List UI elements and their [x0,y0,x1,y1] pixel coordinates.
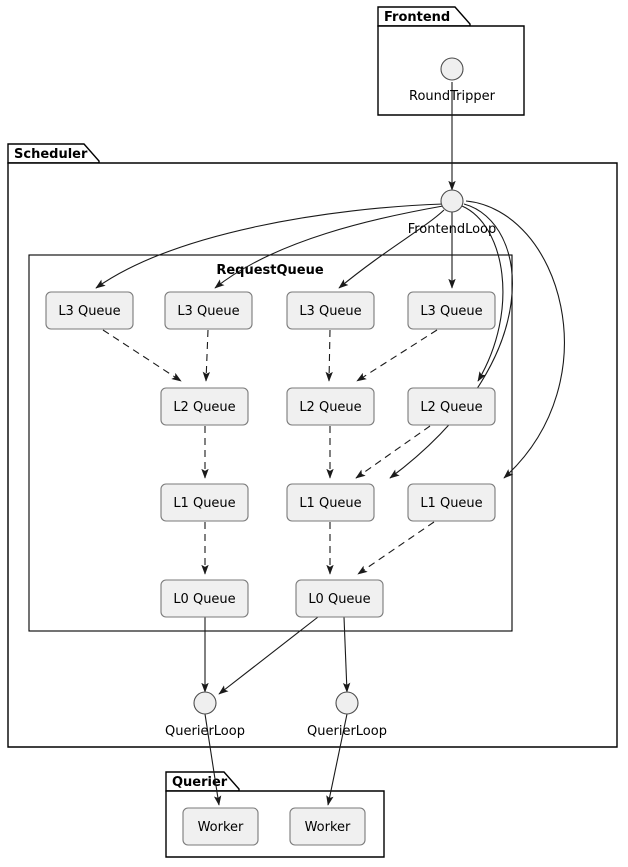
queue-l1-3-label: L1 Queue [420,496,482,511]
frontendloop-label: FrontendLoop [408,222,497,237]
queue-l0-2[interactable]: L0 Queue [295,579,384,618]
worker-1-box[interactable] [182,807,259,846]
queue-l2-3-label: L2 Queue [420,400,482,415]
queue-l0-2-label: L0 Queue [308,592,370,607]
node-worker-2[interactable]: Worker [289,807,366,846]
queue-l1-1-label: L1 Queue [173,496,235,511]
queue-l2-3[interactable]: L2 Queue [407,387,496,426]
edge-querierloop-1-worker-1 [204,713,222,806]
edge-l1-3-l0-2 [357,521,435,575]
package-frontend-title: Frontend [384,10,450,25]
edge-l2-3-l1-2 [355,425,431,479]
queue-l1-2[interactable]: L1 Queue [286,483,375,522]
queue-l3-3[interactable]: L3 Queue [286,291,375,330]
edge-l0-2-querierloop-2 [342,616,351,693]
queue-l2-3-box[interactable] [407,387,496,426]
queue-l0-1[interactable]: L0 Queue [160,579,249,618]
edge-frontendloop-l3-3 [338,209,445,289]
edge-l3-3-l2-2 [325,329,333,382]
queue-l1-3[interactable]: L1 Queue [407,483,496,522]
node-frontendloop[interactable]: FrontendLoop [408,189,497,237]
package-scheduler-tab [7,143,100,164]
queue-l3-3-box[interactable] [286,291,375,330]
queue-l3-2[interactable]: L3 Queue [164,291,253,330]
querierloop-2-circle-icon[interactable] [335,691,359,715]
edge-frontendloop-l3-1 [95,203,444,289]
frontendloop-circle-icon[interactable] [440,189,464,213]
package-scheduler-title: Scheduler [14,147,88,162]
edge-frontendloop-l2-3 [461,205,504,382]
queue-l0-1-label: L0 Queue [173,592,235,607]
edge-l3-2-l2-1 [202,329,211,382]
queue-l2-1[interactable]: L2 Queue [160,387,249,426]
queue-l3-2-label: L3 Queue [177,304,239,319]
queue-l1-2-label: L1 Queue [299,496,361,511]
worker-2-box[interactable] [289,807,366,846]
edge-l3-4-l2-2 [356,329,438,382]
querierloop-1-circle-icon[interactable] [193,691,217,715]
queue-l0-1-box[interactable] [160,579,249,618]
edge-l3-1-l2-1 [102,329,182,382]
node-querierloop-2[interactable]: QuerierLoop [307,691,387,739]
queue-l2-2[interactable]: L2 Queue [286,387,375,426]
queue-l3-1[interactable]: L3 Queue [45,291,134,330]
node-worker-1[interactable]: Worker [182,807,259,846]
roundtripper-circle-icon[interactable] [440,57,464,81]
queue-l3-2-box[interactable] [164,291,253,330]
queue-l3-4-label: L3 Queue [420,304,482,319]
queue-l1-1[interactable]: L1 Queue [160,483,249,522]
package-frontend-tab [377,6,471,27]
worker-2-label: Worker [305,820,351,835]
edge-frontendloop-l1-2 [389,203,513,479]
edge-querierloop-2-worker-2 [326,713,348,806]
queue-l2-1-box[interactable] [160,387,249,426]
queue-l3-1-label: L3 Queue [58,304,120,319]
queue-l2-2-label: L2 Queue [299,400,361,415]
node-querierloop-1[interactable]: QuerierLoop [165,691,245,739]
queue-l3-3-label: L3 Queue [299,304,361,319]
queue-l2-1-label: L2 Queue [173,400,235,415]
queue-l1-2-box[interactable] [286,483,375,522]
worker-1-label: Worker [198,820,244,835]
queue-l3-1-box[interactable] [45,291,134,330]
package-request-queue-title: RequestQueue [216,263,324,278]
queue-l0-2-box[interactable] [295,579,384,618]
queue-l1-3-box[interactable] [407,483,496,522]
edge-frontendloop-l1-3 [465,200,565,479]
package-querier-title: Querier [172,775,228,790]
edge-l0-2-querierloop-1 [218,616,319,695]
queue-l3-4-box[interactable] [407,291,496,330]
querierloop-1-label: QuerierLoop [165,724,245,739]
queue-l2-2-box[interactable] [286,387,375,426]
edge-frontendloop-l3-2 [214,205,444,289]
queue-l3-4[interactable]: L3 Queue [407,291,496,330]
roundtripper-label: RoundTripper [409,89,496,104]
node-roundtripper[interactable]: RoundTripper [409,57,496,104]
queue-l1-1-box[interactable] [160,483,249,522]
querierloop-2-label: QuerierLoop [307,724,387,739]
